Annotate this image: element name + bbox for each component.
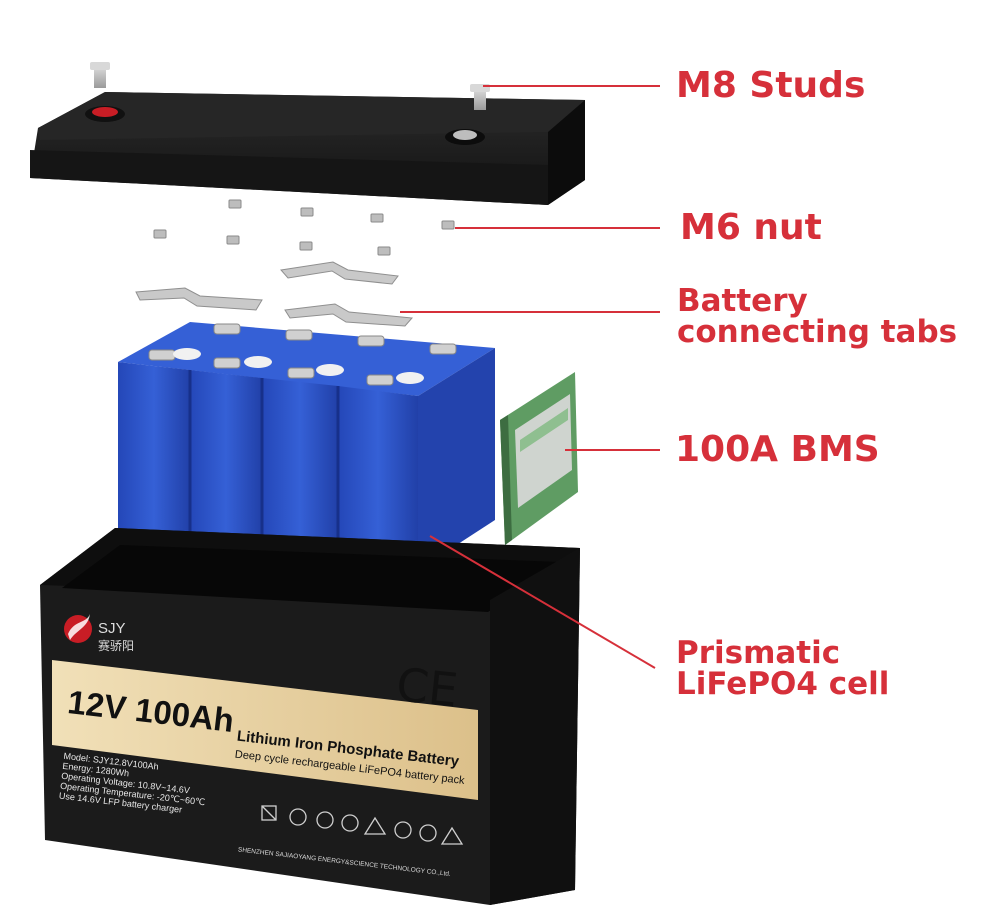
m8-studs [90,62,490,110]
callout-prismatic-cell-line1: Prismatic [676,635,841,671]
recycle-icon [289,808,307,826]
battery-label-band [52,660,478,800]
callout-connecting-tabs-line1: Battery [677,283,808,319]
read-manual-icon [394,821,412,839]
protective-gear-icon [419,824,437,842]
no-water-icon [341,814,359,832]
m6-nuts [153,199,455,256]
brand-name-cn: 赛骄阳 [98,638,134,653]
callout-bms: 100A BMS [675,429,880,470]
callout-m6-nut: M6 nut [680,207,822,248]
callout-connecting-tabs: Battery connecting tabs [677,286,957,348]
negative-terminal-icon [453,130,477,140]
no-fire-icon [316,811,334,829]
callout-prismatic-cell: Prismatic LiFePO4 cell [676,638,889,700]
callout-connecting-tabs-line2: connecting tabs [677,314,958,350]
callout-prismatic-cell-line2: LiFePO4 cell [676,666,890,702]
leader-lines [400,85,660,669]
sjy-logo-icon [64,614,92,643]
recycle-bin-icon [261,805,277,821]
prismatic-cell-pack [118,322,495,570]
electric-hazard-icon [440,826,464,845]
callout-m8-studs: M8 Studs [676,65,866,106]
connecting-tabs [135,261,414,327]
ce-mark: CE [394,657,460,717]
brand-name: SJY [98,620,126,637]
warning-icon [363,816,387,835]
safety-icons-row [261,805,464,845]
battery-lid [30,92,585,205]
positive-terminal-icon [92,107,118,117]
bms-board [500,372,578,545]
